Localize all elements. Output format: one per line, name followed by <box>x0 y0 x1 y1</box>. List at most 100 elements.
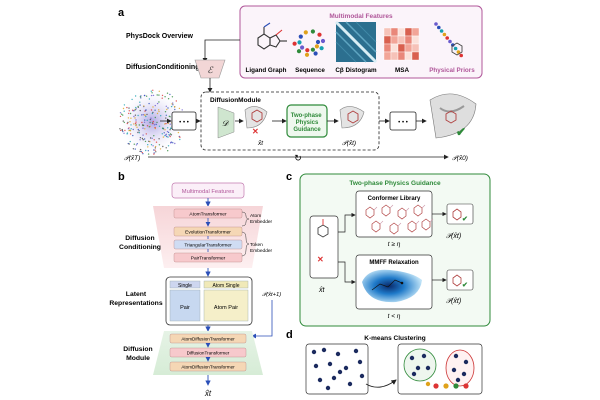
c-branch-top <box>338 212 356 233</box>
sequence-bead <box>310 47 315 52</box>
d-representative <box>463 383 469 389</box>
noise-dot <box>143 138 146 140</box>
sequence-bead <box>305 48 310 53</box>
noise-dot <box>169 123 171 125</box>
d-cluster-1 <box>403 348 437 382</box>
msa-cell <box>404 51 413 61</box>
b-p-prev-arrow <box>251 300 273 339</box>
msa-cell <box>411 35 420 45</box>
noise-dot <box>128 110 130 112</box>
noise-dot <box>154 145 157 148</box>
pose-cross: ✕ <box>252 127 259 136</box>
conformer-icon <box>421 218 431 231</box>
sequence-bead <box>313 51 318 56</box>
noise-dot <box>139 104 141 106</box>
ellipsis-right: • • • <box>398 120 408 126</box>
b-cond-label-2: Conditioning <box>119 244 161 251</box>
msa-cell <box>397 35 406 45</box>
sequence-bead <box>303 30 308 35</box>
d-point <box>337 369 343 375</box>
noise-dot <box>154 116 156 119</box>
prior-ligand <box>451 42 463 56</box>
noise-dot <box>167 98 170 100</box>
prior-bead <box>459 53 464 58</box>
c-out-top-ligand <box>452 208 462 221</box>
b-block-top-label: AtomTransformer <box>189 212 227 218</box>
noise-dot <box>143 94 146 97</box>
prior-bead <box>442 32 447 37</box>
noise-dot <box>167 122 169 125</box>
c-out-bottom-check: ✔ <box>462 282 468 289</box>
noise-dot <box>119 129 122 132</box>
noise-dot <box>154 147 156 149</box>
feature-label-priors: Physical Priors <box>429 67 475 74</box>
noise-dot <box>134 114 137 116</box>
b-brace-token <box>241 231 250 257</box>
noise-dot <box>122 130 124 133</box>
conformer-bond <box>429 218 434 223</box>
d-title: K-means Clustering <box>364 335 425 342</box>
conditioning-arrow <box>202 39 240 63</box>
noise-dot <box>119 128 121 130</box>
noise-dot <box>139 96 142 98</box>
c-mmff-label: MMFF Relaxation <box>369 260 419 266</box>
decoder-symbol: 𝒟 <box>222 119 230 128</box>
b-module-label-1: Diffusion <box>123 346 152 353</box>
noise-dot <box>135 108 137 110</box>
feature-label-ligand: Ligand Graph <box>246 67 287 74</box>
c-xhat-label: x̂t <box>318 287 326 294</box>
noise-dot <box>154 126 156 129</box>
noise-dot <box>161 94 164 97</box>
conformer-icon <box>381 204 391 217</box>
noise-dot <box>153 124 156 126</box>
noise-dot <box>137 128 139 131</box>
b-atom-embedder-2: Embedder <box>250 219 273 225</box>
timeline-right-label: 𝒫(x̂0) <box>452 155 468 162</box>
msa-cell <box>383 35 392 45</box>
noise-dot <box>156 94 158 96</box>
noise-dot <box>175 100 177 102</box>
msa-cell <box>383 43 392 53</box>
msa-cell <box>383 51 392 61</box>
noise-dot <box>152 122 154 125</box>
noise-dot <box>139 139 141 141</box>
conformer-icon <box>389 222 399 235</box>
noise-dot <box>147 153 150 155</box>
d-point <box>311 349 317 355</box>
sequence-bead <box>304 52 310 57</box>
conformer-icon <box>397 207 407 220</box>
noise-dot <box>123 104 126 106</box>
d-point <box>331 375 337 381</box>
b-single-label: Single <box>178 283 192 289</box>
d-cluster-2 <box>445 349 475 387</box>
msa-cell <box>404 27 413 37</box>
noise-dot <box>148 126 150 128</box>
timeline-left-label: 𝒫(x̂T) <box>124 155 140 162</box>
noise-dot <box>143 121 146 124</box>
d-point <box>321 347 327 353</box>
conformer-bond <box>421 204 426 209</box>
b-block-top <box>173 252 243 263</box>
d-representative <box>425 381 431 387</box>
c-library-label: Conformer Library <box>368 196 421 202</box>
noise-dot <box>135 119 137 121</box>
b-cond-label-1: Diffusion <box>125 235 154 242</box>
noise-dot <box>145 95 148 97</box>
noise-dot <box>174 106 176 108</box>
noise-dot <box>161 97 163 99</box>
noise-dot <box>153 149 155 151</box>
d-point <box>343 365 349 371</box>
sequence-bead <box>298 34 303 39</box>
c-out-bottom-box <box>446 269 474 291</box>
prior-bead <box>434 22 438 26</box>
prior-bead <box>453 46 458 51</box>
noise-dot <box>158 109 160 111</box>
prior-bead <box>445 36 450 40</box>
noise-dot <box>138 130 140 132</box>
d-point <box>453 353 459 359</box>
b-atom-embedder-1: Atom <box>250 213 261 219</box>
d-representative <box>443 383 449 389</box>
d-point <box>353 348 359 354</box>
noise-dot <box>178 135 181 138</box>
noise-dot <box>174 142 176 145</box>
